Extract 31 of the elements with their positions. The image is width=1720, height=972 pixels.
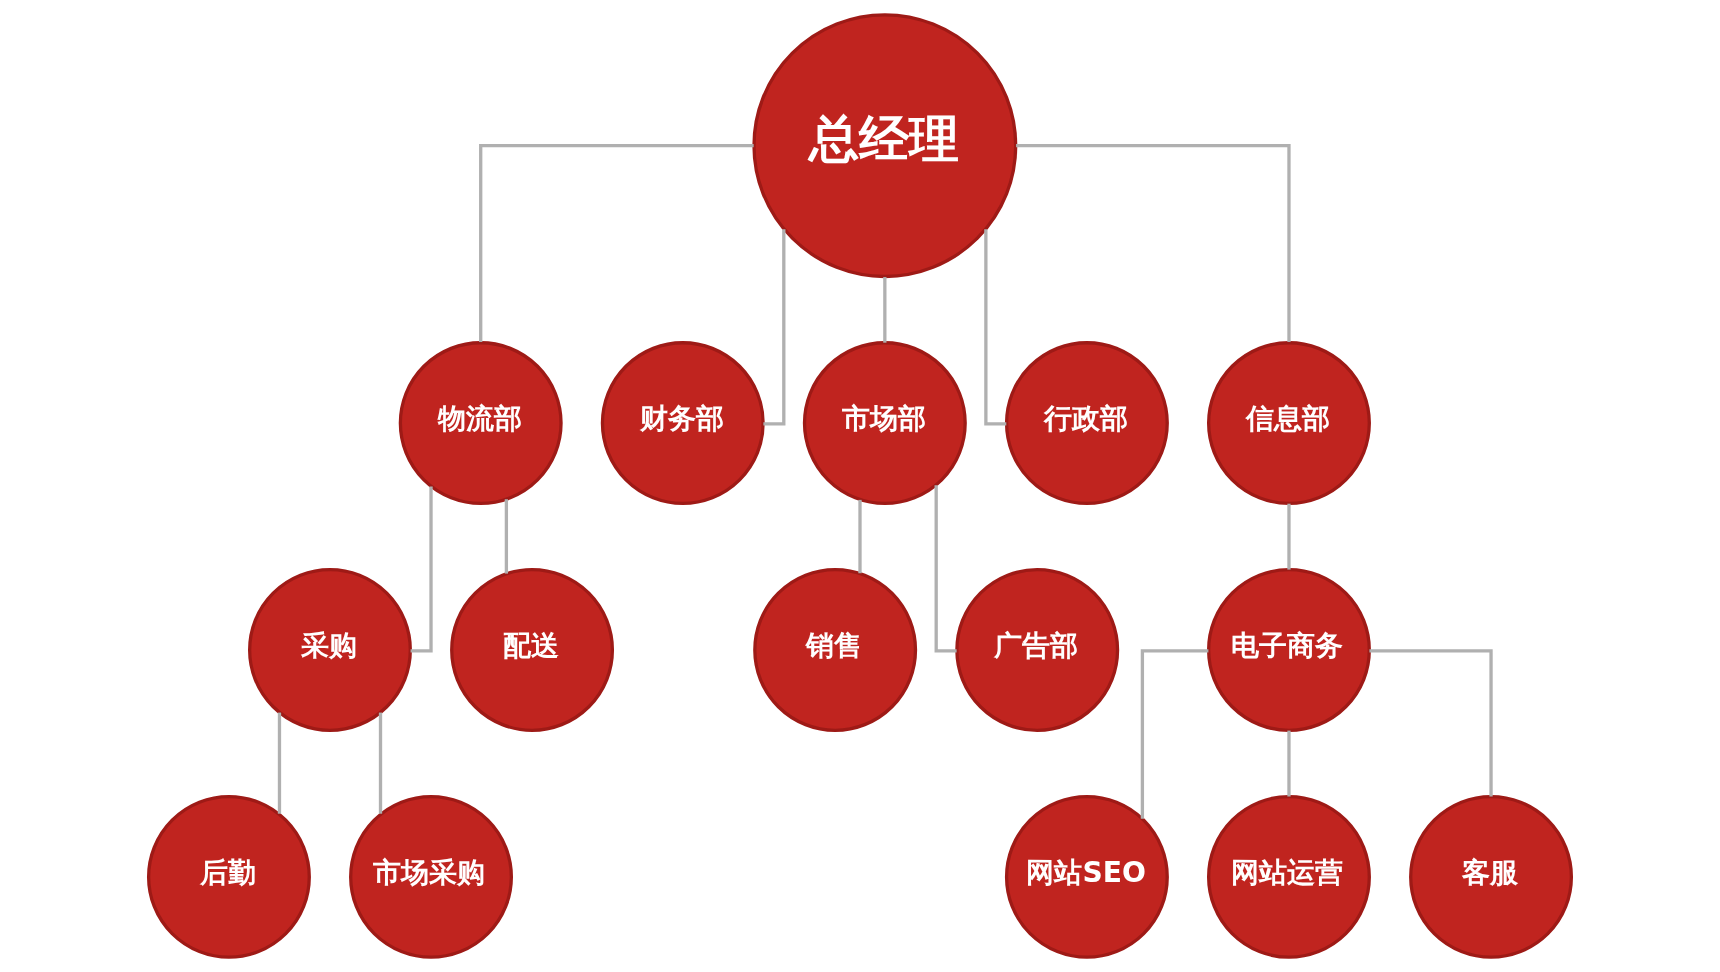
node-circle: 广告部 <box>955 568 1120 732</box>
connector <box>277 712 282 814</box>
connector <box>1140 649 1209 819</box>
connector <box>479 143 754 343</box>
node-circle: 总经理 <box>752 13 1018 279</box>
connector <box>1287 503 1291 570</box>
connector <box>1016 143 1291 343</box>
connector <box>1287 730 1291 797</box>
connector <box>378 712 383 814</box>
node-circle: 财务部 <box>600 341 765 506</box>
connector <box>763 229 786 426</box>
node-circle: 行政部 <box>1004 341 1169 506</box>
node-circle: 信息部 <box>1207 341 1371 506</box>
node-circle: 电子商务 <box>1207 568 1371 732</box>
node-circle: 后勤 <box>146 794 311 959</box>
connector <box>883 277 887 343</box>
node-circle: 网站运营 <box>1207 794 1371 959</box>
connector <box>934 485 957 653</box>
connector <box>504 499 509 574</box>
connector <box>1369 649 1493 797</box>
node-circle: 销售 <box>753 568 918 732</box>
node-circle: 客服 <box>1409 794 1574 959</box>
node-circle: 配送 <box>450 568 615 732</box>
connector <box>984 229 1007 426</box>
node-circle: 物流部 <box>398 341 563 506</box>
node-circle: 市场采购 <box>349 794 513 959</box>
node-circle: 市场部 <box>802 341 967 506</box>
connector <box>858 499 862 574</box>
node-circle: 采购 <box>248 568 412 732</box>
connector <box>410 486 433 653</box>
node-circle: 网站SEO <box>1004 794 1169 959</box>
